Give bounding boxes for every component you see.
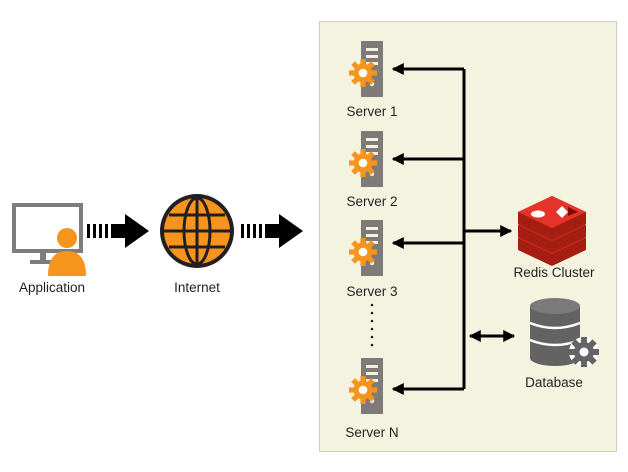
redis-cube-icon [518, 196, 586, 266]
server-n-node: Server N [345, 358, 399, 440]
globe-icon [160, 194, 234, 268]
internet-to-servers-arrow [241, 214, 303, 248]
application-label: Application [19, 280, 85, 295]
server-2-label: Server 2 [346, 194, 397, 209]
user-computer-icon [12, 203, 86, 276]
server-bus-connectors [391, 63, 516, 395]
more-servers-ellipsis [370, 303, 374, 347]
internet-label: Internet [174, 280, 220, 295]
server-2-node: Server 2 [346, 131, 398, 209]
database-node: Database [525, 298, 599, 390]
redis-cluster-node: Redis Cluster [513, 196, 595, 280]
redis-cluster-label: Redis Cluster [513, 265, 595, 280]
server-1-label: Server 1 [346, 104, 397, 119]
application-to-internet-arrow [87, 214, 149, 248]
server-3-label: Server 3 [346, 284, 397, 299]
server-1-node: Server 1 [346, 41, 398, 119]
internet-node: Internet [160, 194, 234, 295]
server-n-label: Server N [345, 425, 398, 440]
server-3-node: Server 3 [346, 220, 398, 299]
database-label: Database [525, 375, 583, 390]
application-node: Application [12, 203, 86, 295]
database-gear-icon [529, 298, 599, 367]
